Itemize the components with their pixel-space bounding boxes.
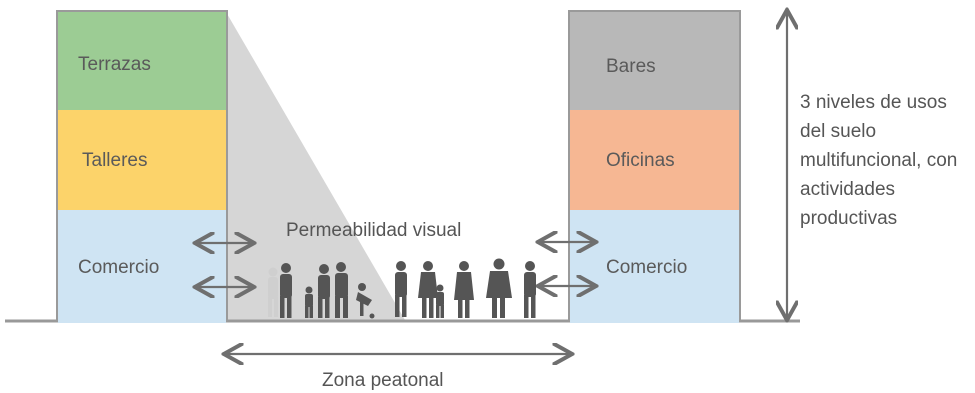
- floor-label-terrazas: Terrazas: [78, 54, 151, 75]
- person-icon: [335, 262, 348, 318]
- person-icon: [486, 258, 512, 318]
- person-icon: [305, 286, 313, 318]
- person-icon: [436, 284, 444, 318]
- floor-label-bares: Bares: [606, 56, 656, 77]
- right-floor-comercio: Comercio: [570, 210, 739, 323]
- person-icon: [395, 261, 407, 317]
- zone-label: Zona peatonal: [322, 370, 444, 391]
- person-icon: [454, 261, 474, 318]
- person-icon: [280, 263, 292, 318]
- left-floor-talleres: Talleres: [58, 110, 226, 212]
- person-icon: [524, 261, 536, 318]
- person-icon: [356, 283, 375, 319]
- right-building: Bares Oficinas Comercio: [568, 10, 741, 323]
- person-icon: [318, 264, 330, 318]
- visual-cone: [226, 12, 405, 320]
- pedestrians-group: [268, 258, 536, 319]
- right-floor-oficinas: Oficinas: [570, 110, 739, 212]
- floor-label-oficinas: Oficinas: [606, 150, 675, 171]
- left-floor-comercio: Comercio: [58, 210, 226, 323]
- left-floor-terrazas: Terrazas: [58, 12, 226, 112]
- floor-label-comercio-left: Comercio: [78, 257, 160, 278]
- floor-label-talleres: Talleres: [82, 150, 148, 171]
- side-note: 3 niveles de usos del suelo multifuncion…: [800, 92, 958, 229]
- left-building: Terrazas Talleres Comercio: [56, 10, 228, 323]
- person-icon: [418, 261, 438, 318]
- person-icon: [268, 267, 278, 317]
- floor-label-comercio-right: Comercio: [606, 257, 688, 278]
- permeability-label: Permeabilidad visual: [286, 220, 462, 241]
- right-floor-bares: Bares: [570, 12, 739, 112]
